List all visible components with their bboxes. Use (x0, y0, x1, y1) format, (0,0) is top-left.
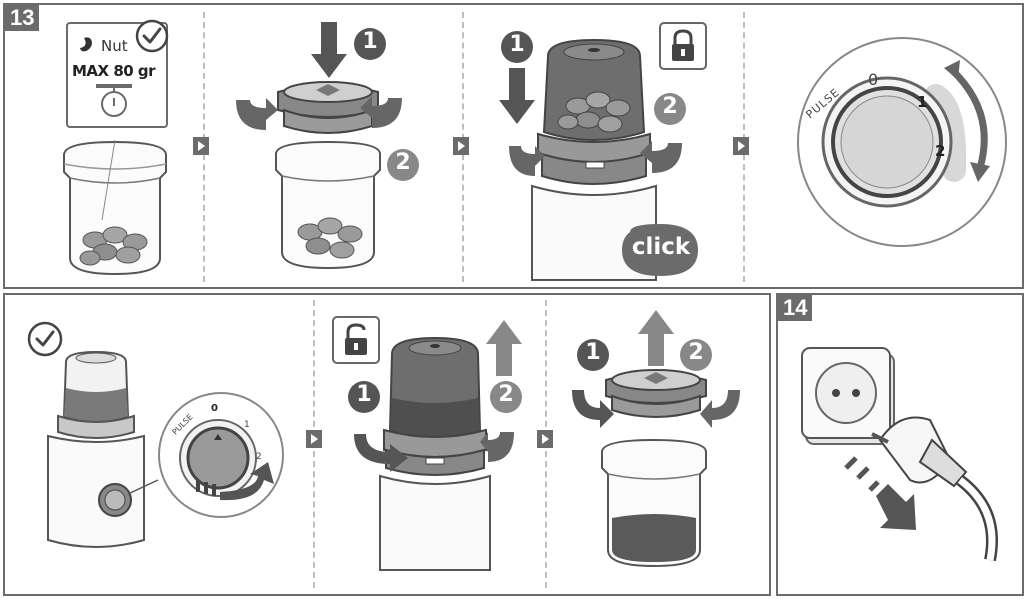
rotate-arrow-icon (360, 96, 402, 128)
step-badge-number: 1 (356, 382, 372, 407)
click-label: click (631, 234, 691, 260)
rotate-arrow-icon (509, 146, 545, 176)
scale-card-max: MAX 80 gr (72, 62, 156, 80)
unlock-icon (332, 316, 380, 364)
rotate-arrow-icon (480, 432, 514, 462)
next-arrow-icon (306, 430, 322, 448)
dial-one-label: 1 (244, 420, 250, 430)
step-13-number: 13 (5, 5, 40, 31)
rotate-arrow-icon (640, 141, 682, 173)
rotate-arrow-icon (354, 434, 408, 472)
grinder-jar-with-nuts (275, 140, 381, 270)
step-badge-number: 1 (509, 32, 525, 57)
scale-card (66, 22, 168, 128)
rotate-arrow-icon (700, 390, 740, 428)
dial-zero-label: 0 (868, 70, 879, 89)
rotate-arrow-icon (572, 390, 614, 428)
blade-unit (605, 369, 707, 418)
step-badge-number: 2 (688, 340, 704, 365)
plug-icon (871, 416, 998, 562)
dial-two-label: 2 (256, 452, 262, 462)
blender-base-with-grinder (47, 350, 159, 548)
step-badge (654, 93, 686, 125)
speed-dial-zoom (158, 392, 284, 518)
dial-one-label: 1 (917, 93, 928, 111)
dial-zero-label: 0 (211, 403, 218, 414)
step-badge (348, 381, 380, 413)
grinder-jar-with-nuts (63, 139, 167, 276)
step-badge-number: 2 (498, 382, 514, 407)
up-arrow-icon (638, 310, 674, 366)
step-badge (501, 31, 533, 63)
lock-icon (659, 22, 707, 70)
step-badge (577, 339, 609, 371)
down-arrow-icon (311, 22, 347, 78)
ground-jar (601, 438, 707, 568)
step-badge-number: 1 (362, 29, 378, 54)
step-14-number: 14 (778, 295, 813, 321)
step-badge-number: 2 (662, 94, 678, 119)
next-arrow-icon (733, 137, 749, 155)
grinder-on-base (379, 336, 491, 571)
pull-arrow-icon (844, 456, 916, 530)
up-arrow-icon (486, 320, 522, 376)
step-badge (490, 381, 522, 413)
step-badge (680, 339, 712, 371)
step-badge (387, 149, 419, 181)
socket-icon (801, 347, 895, 445)
down-arrow-icon (499, 68, 535, 124)
check-icon (27, 321, 63, 357)
step-badge (354, 28, 386, 60)
speed-dial (797, 37, 1007, 247)
dial-two-label: 2 (935, 142, 946, 160)
click-bubble (622, 222, 698, 276)
next-arrow-icon (537, 430, 553, 448)
next-arrow-icon (453, 137, 469, 155)
nut-icon (80, 37, 92, 52)
step-badge-number: 2 (395, 150, 411, 175)
check-icon (135, 19, 169, 53)
scale-card-name: Nut (101, 37, 128, 55)
step-badge-number: 1 (585, 340, 601, 365)
next-arrow-icon (193, 137, 209, 155)
rotate-arrow-icon (236, 98, 278, 130)
